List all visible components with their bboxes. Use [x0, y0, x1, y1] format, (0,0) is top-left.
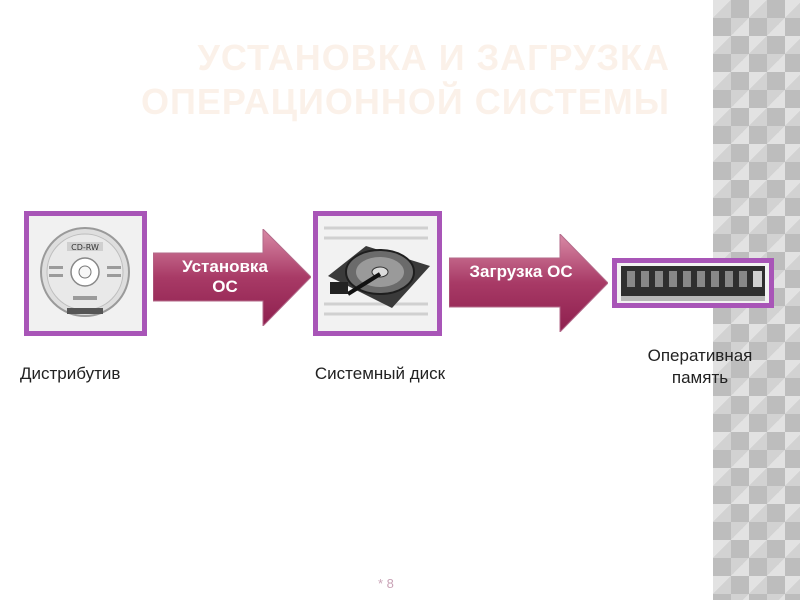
- distribution-image: CD-RW: [24, 211, 147, 336]
- install-arrow-label: Установка ОС: [171, 257, 279, 297]
- boot-arrow-label: Загрузка ОС: [469, 262, 573, 282]
- page-number: * 8: [378, 576, 394, 591]
- memory-module-icon: [617, 263, 769, 303]
- distribution-caption: Дистрибутив: [20, 363, 150, 385]
- system-disk-caption: Системный диск: [295, 363, 465, 385]
- ram-image: [612, 258, 774, 308]
- slide-title: Установка и загрузка операционной систем…: [120, 36, 670, 124]
- ram-caption-line1: Оперативная: [625, 345, 775, 367]
- system-disk-image: [313, 211, 442, 336]
- hard-disk-icon: [318, 216, 437, 331]
- ram-caption-line2: память: [625, 367, 775, 389]
- boot-arrow: Загрузка ОС: [449, 234, 608, 332]
- cd-label: CD-RW: [71, 243, 99, 252]
- slide-title-line1: Установка и загрузка: [120, 36, 670, 80]
- cd-disc-icon: CD-RW: [29, 216, 142, 331]
- ram-caption: Оперативная память: [625, 345, 775, 389]
- slide-title-line2: операционной системы: [120, 80, 670, 124]
- install-arrow: Установка ОС: [153, 229, 311, 326]
